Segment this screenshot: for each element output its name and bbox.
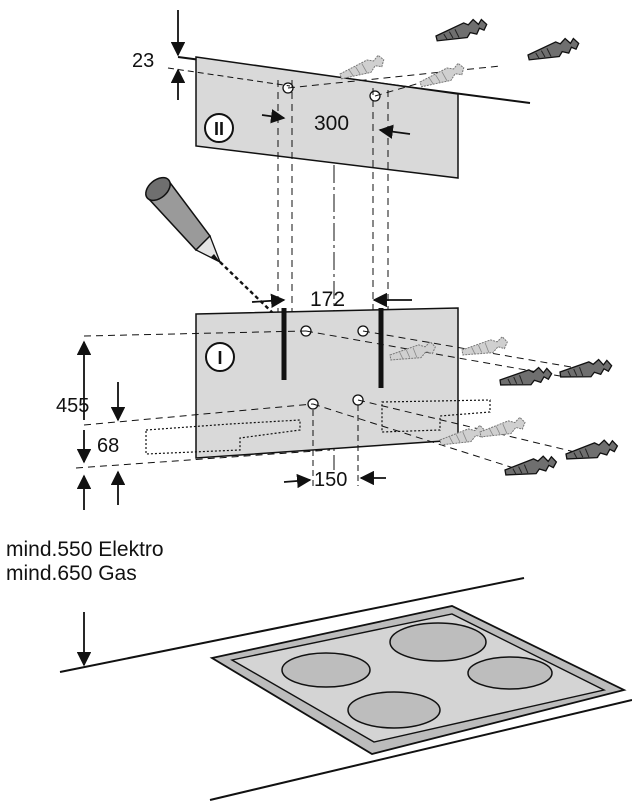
dimension-inner-offset-label: 68: [97, 435, 119, 457]
template-upper: [195, 56, 459, 179]
template-lower-label: I: [217, 348, 222, 368]
countertop-front: [209, 699, 632, 801]
bracket-outline-right: [381, 399, 491, 433]
dimension-bottom-spacing-label: 150: [314, 469, 347, 491]
dimension-top-offset: 23: [132, 10, 291, 100]
pencil-icon: [145, 176, 279, 319]
min-height-electric: mind.550 Elektro: [6, 538, 164, 561]
dimension-height-to-template-label: 455: [56, 395, 89, 417]
dimension-height-to-template: 455: [56, 340, 92, 420]
countertop-edge: [59, 577, 525, 673]
dimension-bottom-spacing: 150: [283, 405, 386, 491]
burner-front-left: [347, 691, 441, 729]
dimension-lower-spacing-label: 172: [310, 288, 345, 311]
hob: [209, 605, 627, 755]
guide-lines-lower: [75, 330, 601, 471]
dimension-inner-offset: 68: [76, 382, 126, 510]
burner-back-right: [389, 622, 487, 662]
dimension-upper-spacing-label: 300: [314, 112, 349, 135]
template-lower-badge: I: [205, 342, 235, 372]
dimension-top-offset-label: 23: [132, 50, 154, 72]
dimension-upper-spacing: 300: [261, 109, 411, 139]
dimension-lower-spacing: 172: [251, 288, 412, 311]
burner-front-right: [467, 656, 553, 690]
min-height-note: mind.550 Elektro mind.650 Gas: [6, 538, 164, 586]
template-upper-label: II: [214, 119, 224, 139]
template-lower: [195, 307, 459, 459]
min-height-gas: mind.650 Gas: [6, 562, 137, 585]
template-upper-badge: II: [204, 113, 234, 143]
burner-back-left: [281, 652, 371, 688]
